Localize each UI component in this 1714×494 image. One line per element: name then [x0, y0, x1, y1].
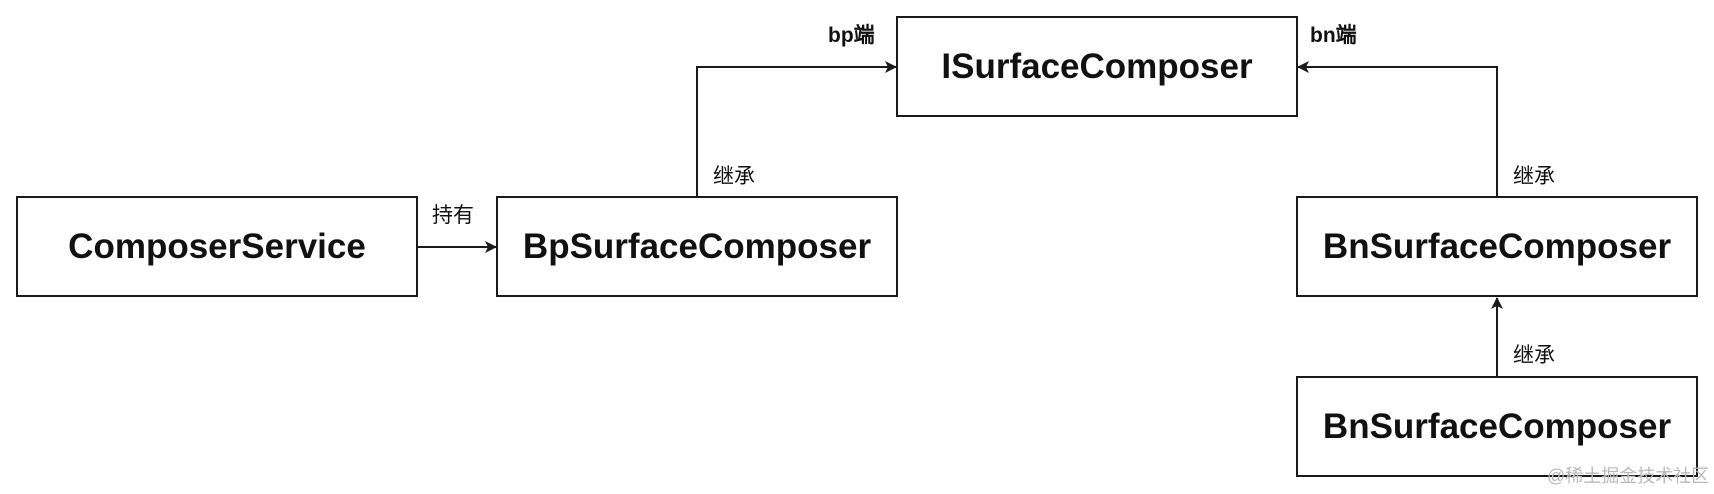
watermark-text: @稀土掘金技术社区 — [1547, 466, 1710, 486]
hold-label: 持有 — [432, 204, 474, 227]
composer-service-label: ComposerService — [68, 226, 366, 266]
bp-side-label: bp端 — [828, 24, 875, 47]
bn-surface-composer-sub-label: BnSurfaceComposer — [1322, 406, 1672, 446]
bn-inherit-arrow — [1297, 61, 1498, 198]
bp-surface-composer-node: BpSurfaceComposer — [496, 196, 898, 297]
bn-surface-composer-node: BnSurfaceComposer — [1296, 196, 1698, 297]
isurface-composer-label: ISurfaceComposer — [941, 46, 1253, 86]
bp-inherit-arrow — [696, 61, 897, 198]
bp-inherit-label: 继承 — [713, 165, 755, 188]
bn-inherit-label: 继承 — [1513, 165, 1555, 188]
bn-surface-composer-sub-node: BnSurfaceComposer — [1296, 376, 1698, 477]
bn-side-label: bn端 — [1310, 24, 1357, 47]
bn-sub-inherit-label: 继承 — [1513, 344, 1555, 367]
composer-service-node: ComposerService — [16, 196, 418, 297]
bp-surface-composer-label: BpSurfaceComposer — [522, 226, 872, 266]
bn-surface-composer-label: BnSurfaceComposer — [1322, 226, 1672, 266]
isurface-composer-node: ISurfaceComposer — [896, 16, 1298, 117]
